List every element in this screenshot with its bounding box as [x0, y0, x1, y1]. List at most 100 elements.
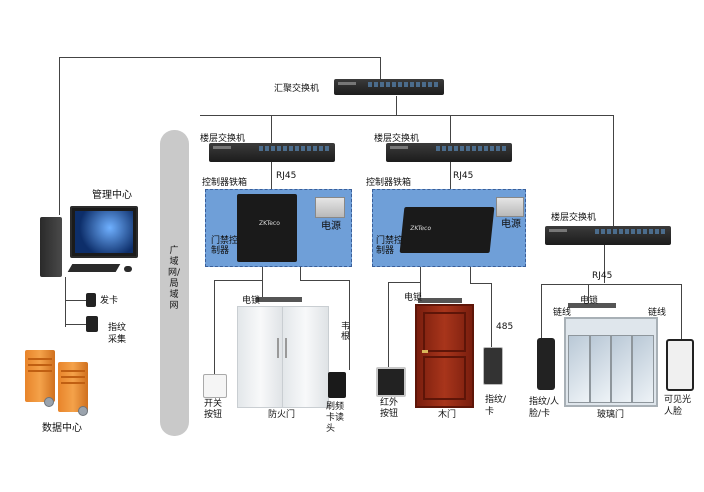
wire-5: [470, 255, 471, 283]
glass-pane: [632, 335, 654, 403]
wire-4: [420, 255, 421, 297]
electric-lock-1: [256, 297, 302, 302]
switch-ports: [368, 82, 438, 88]
glass-door: [564, 317, 658, 407]
exit-button-label: 开关按钮: [204, 399, 223, 420]
bus-drop-2: [450, 115, 451, 143]
link-pc-down: [65, 277, 66, 327]
wire-1: [214, 280, 215, 374]
glass-pane: [611, 335, 632, 403]
controller-logo: ZKTeco: [409, 225, 432, 232]
electric-lock-3: [568, 303, 616, 308]
wiegand-label: 韦根: [341, 322, 351, 342]
wire-3h: [300, 280, 350, 281]
lock-label-1: 电锁: [242, 296, 261, 306]
rj45-line-2: [450, 162, 451, 196]
switch-brand: [338, 82, 356, 85]
wood-door-label: 木门: [438, 410, 457, 420]
mouse: [124, 266, 132, 272]
rj45-label-3: RJ45: [592, 271, 613, 281]
wire-6b: [681, 284, 682, 340]
chain-label-2: 链线: [648, 308, 667, 318]
pc-monitor: [70, 206, 138, 258]
fire-door-label: 防火门: [268, 410, 296, 420]
management-center-label: 管理中心: [92, 190, 132, 201]
fire-door-left-pane: [237, 306, 284, 408]
fire-door-handle-l: [277, 338, 279, 358]
card-reader-device: [328, 372, 346, 398]
fingerprint-enroll-label: 指纹采集: [108, 323, 127, 345]
keyboard: [67, 264, 121, 272]
ir-button-device: [376, 367, 406, 397]
pc-tower: [40, 217, 62, 277]
network-pillar: [160, 130, 189, 436]
card-issuer-device: [86, 293, 96, 307]
link-card-issuer: [65, 300, 87, 301]
data-center-label: 数据中心: [42, 423, 82, 434]
network-label: 广域网/局域网: [168, 246, 181, 311]
exit-button-device: [203, 374, 227, 398]
core-switch-label: 汇聚交换机: [274, 84, 320, 94]
controller-box-label-2: 控制器铁箱: [366, 178, 412, 188]
floor-switch-label-2: 楼层交换机: [374, 134, 420, 144]
fp-card-label: 指纹/卡: [485, 395, 507, 417]
wire-6c: [588, 284, 589, 304]
controller-box-label-1: 控制器铁箱: [202, 178, 248, 188]
rj45-line-3: [604, 245, 605, 283]
glass-pane: [590, 335, 611, 403]
database-icon: [78, 406, 88, 416]
floor-switch-1: [209, 143, 335, 162]
bus-drop-1: [271, 115, 272, 143]
glass-door-label: 玻璃门: [597, 410, 625, 420]
rj45-label-1: RJ45: [276, 171, 297, 181]
bus-line: [200, 115, 614, 116]
wire-3v: [349, 280, 350, 370]
monitor-screen: [75, 211, 133, 253]
lock-label-2: 电锁: [404, 293, 423, 303]
wire-3: [300, 266, 301, 280]
lock-label-3: 电锁: [580, 296, 599, 306]
controller-label-1: 门禁控制器: [211, 236, 239, 256]
face-terminal-device: [537, 338, 555, 390]
floor-switch-2: [386, 143, 512, 162]
door-panel: [423, 356, 466, 400]
fingerprint-enroll-device: [86, 316, 98, 332]
fire-door-right-pane: [282, 306, 329, 408]
server-1: [25, 350, 55, 402]
link-management-to-core: [59, 57, 60, 215]
bus-drop-3: [613, 115, 614, 227]
power-supply-1: [315, 197, 345, 218]
link-core-down: [396, 96, 397, 116]
wire-4h: [388, 282, 420, 283]
switch-ports: [259, 146, 329, 152]
card-issuer-label: 发卡: [100, 296, 119, 306]
rj45-label-2: RJ45: [453, 171, 474, 181]
power-supply-2: [496, 197, 524, 217]
switch-brand: [213, 146, 231, 149]
glass-pane: [568, 335, 590, 403]
controller-label-2: 门禁控制器: [376, 236, 404, 256]
wire-5h: [470, 283, 491, 284]
link-core-vertical: [380, 57, 381, 87]
port-485-label: 485: [496, 322, 514, 332]
door-panel: [423, 312, 466, 352]
wood-door: [415, 304, 474, 408]
ir-button-label: 红外按钮: [380, 398, 399, 419]
wire-2: [262, 266, 263, 299]
link-top-horizontal: [59, 57, 380, 58]
floor-switch-label-3: 楼层交换机: [551, 213, 597, 223]
fire-door-handle-r: [285, 338, 287, 358]
wire-5v: [491, 283, 492, 347]
visible-face-terminal: [666, 339, 694, 391]
card-reader-label: 刷频卡读头: [326, 402, 345, 434]
switch-ports: [436, 146, 506, 152]
access-controller-1: ZKTeco: [237, 194, 297, 262]
floor-switch-label-1: 楼层交换机: [200, 134, 246, 144]
wire-4v: [388, 282, 389, 368]
core-switch: [334, 79, 444, 95]
controller-logo: ZKTeco: [259, 220, 280, 227]
electric-lock-2: [418, 298, 462, 303]
visible-face-label: 可见光人脸: [664, 395, 692, 417]
database-icon: [44, 397, 54, 407]
server-2: [58, 362, 88, 412]
